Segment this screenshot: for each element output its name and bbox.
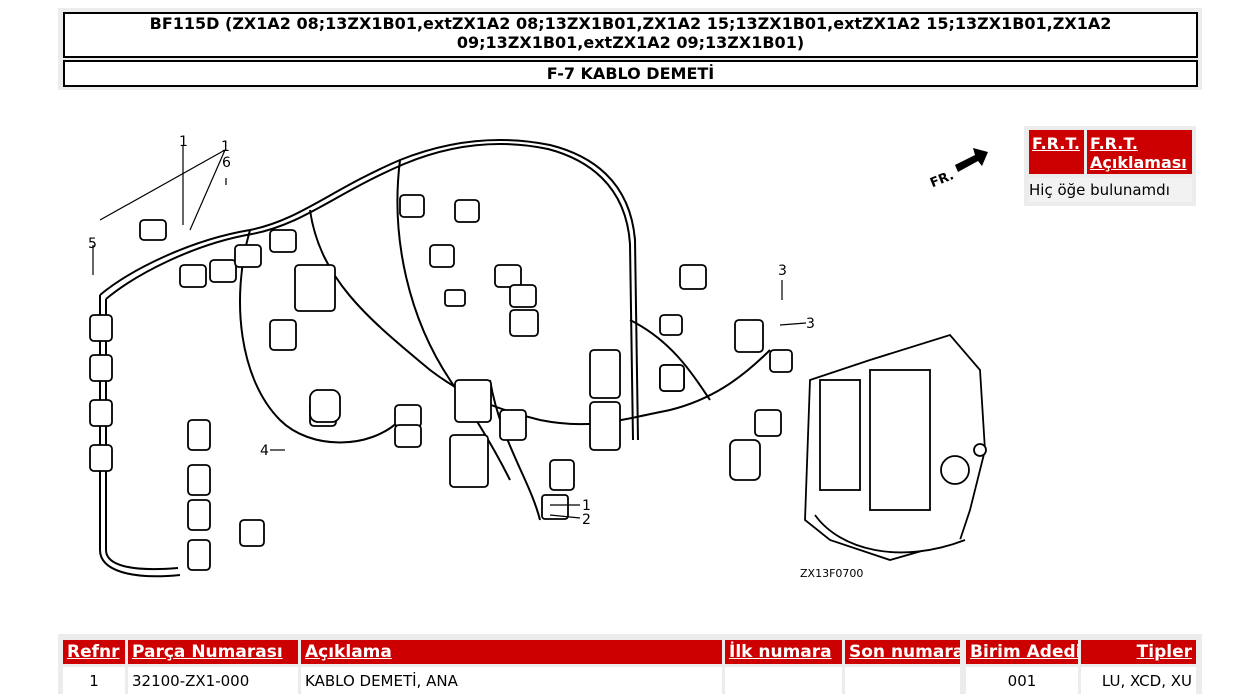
- cell-part-number[interactable]: 32100-ZX1-000: [128, 667, 298, 697]
- cell-description: KABLO DEMETİ, ANA: [301, 667, 722, 697]
- wiring-harness-diagram: 1 1 6 5 3 3 4 1 2 FR. ZX13F0700: [88, 134, 988, 580]
- col-header-part-number[interactable]: Parça Numarası: [128, 640, 298, 664]
- col-header-unit-qty[interactable]: Birim Adedi: [966, 640, 1078, 664]
- col-header-description[interactable]: Açıklama: [301, 640, 722, 664]
- cell-unit-qty: 001: [966, 667, 1078, 697]
- front-direction-arrow: FR.: [928, 148, 988, 191]
- callout-1b: 1: [221, 139, 230, 155]
- direction-label: FR.: [928, 168, 956, 191]
- col-header-first-number[interactable]: İlk numara: [725, 640, 842, 664]
- col-header-refnr[interactable]: Refnr: [63, 640, 125, 664]
- frt-empty-message: Hiç öğe bulunamdı: [1029, 178, 1192, 202]
- callout-1a: 1: [179, 134, 188, 150]
- cell-types: LU, XCD, XU: [1081, 667, 1196, 697]
- callout-1c: 1: [582, 498, 591, 514]
- callout-6: 6: [222, 155, 231, 171]
- frt-description-column-header[interactable]: F.R.T. Açıklaması: [1087, 130, 1192, 174]
- callout-3a: 3: [778, 263, 787, 279]
- title-line-1: BF115D (ZX1A2 08;13ZX1B01,extZX1A2 08;13…: [149, 14, 1112, 33]
- frt-panel: F.R.T. F.R.T. Açıklaması Hiç öğe bulunam…: [1024, 126, 1196, 206]
- page-title: BF115D (ZX1A2 08;13ZX1B01,extZX1A2 08;13…: [63, 12, 1198, 58]
- callout-4: 4: [260, 443, 269, 459]
- cell-last-number: [845, 667, 960, 697]
- callout-5: 5: [88, 236, 97, 252]
- col-header-last-number[interactable]: Son numara: [845, 640, 960, 664]
- col-header-types[interactable]: Tipler: [1081, 640, 1196, 664]
- callout-3b: 3: [806, 316, 815, 332]
- cell-first-number: [725, 667, 842, 697]
- callout-2: 2: [582, 512, 591, 528]
- frt-column-header[interactable]: F.R.T.: [1029, 130, 1084, 174]
- figure-code: ZX13F0700: [800, 567, 863, 580]
- title-line-2: 09;13ZX1B01,extZX1A2 09;13ZX1B01): [456, 33, 805, 52]
- section-title: F-7 KABLO DEMETİ: [63, 60, 1198, 87]
- cell-refnr: 1: [63, 667, 125, 697]
